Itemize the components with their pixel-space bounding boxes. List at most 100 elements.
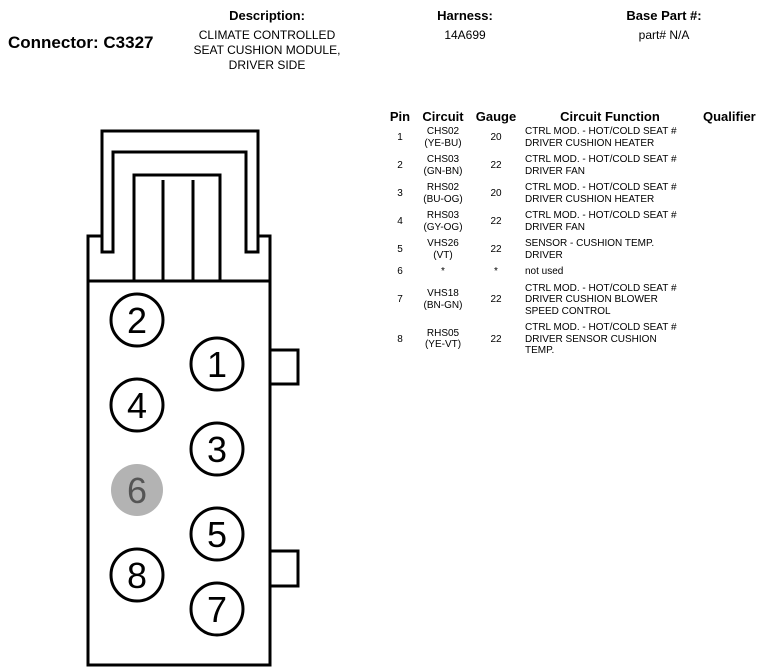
cell-circuit-line: RHS05 [426,327,460,339]
cell-circuit-function-line: DRIVER FAN [525,221,586,233]
pin-cavity-circle [189,581,245,637]
cell-circuit-function: CTRL MOD. - HOT/COLD SEAT #DRIVER FAN [521,208,699,236]
cell-gauge: 20 [490,187,502,199]
cell-circuit: RHS02(BU-OG) [415,180,471,208]
cell-circuit: VHS18(BN-GN) [415,281,471,321]
cell-circuit-line: (YE-VT) [424,339,462,351]
connector-body [86,279,272,667]
cell-circuit-function-line: TEMP. [525,345,555,356]
pin-cavity-circle [189,336,245,392]
header-circuit: Circuit [422,108,464,124]
cell-circuit-function-line: DRIVER CUSHION HEATER [525,137,655,149]
cell-circuit-line: (VT) [433,249,453,261]
pin-cavity-circle [109,377,165,433]
cell-circuit-line: CHS03 [426,154,460,165]
cell-circuit-function-line: DRIVER [525,249,563,261]
cell-gauge: 22 [490,294,502,305]
base-part-value: part# N/A [638,28,690,42]
cell-circuit-function-line: DRIVER SENSOR CUSHION [525,333,657,345]
cell-gauge: 20 [490,131,502,143]
connector-title: Connector: C3327 [8,33,154,52]
base-part-label: Base Part #: [626,8,702,23]
description-label: Description: [229,8,305,23]
cell-gauge: * [494,266,498,277]
pin-cavity-label: 6 [127,470,147,511]
cell-circuit-function-line: CTRL MOD. - HOT/COLD SEAT # [525,126,677,137]
table-header-row: Pin Circuit Gauge Circuit Function Quali… [385,108,760,124]
pin-cavity-label: 5 [207,514,227,555]
header-gauge: Gauge [475,108,517,124]
harness-label: Harness: [437,8,493,23]
connector-latch-slot [132,173,222,281]
header-circuit-function: Circuit Function [560,108,660,124]
pin-cavity-circle [189,421,245,477]
cell-circuit: CHS03(GN-BN) [415,152,471,180]
pin-cavity-label: 3 [207,429,227,470]
header-qualifier: Qualifier [703,108,756,124]
cell-circuit-line: CHS02 [426,126,460,137]
cell-circuit: RHS03(GY-OG) [415,208,471,236]
table-row: 1 CHS02(YE-BU) 20 CTRL MOD. - HOT/COLD SEAT… [385,124,760,152]
pin-cavity-circle [109,547,165,603]
cell-pin: 4 [397,215,403,227]
cell-circuit-function: SENSOR - CUSHION TEMP.DRIVER [521,236,699,264]
cell-circuit-function-line: SENSOR - CUSHION TEMP. [525,238,655,249]
cell-circuit: * [415,264,471,281]
cell-circuit: RHS05(YE-VT) [415,320,471,360]
cell-circuit: CHS02(YE-BU) [415,124,471,152]
cell-circuit-function-line: DRIVER FAN [525,165,586,177]
pinout-table: Pin Circuit Gauge Circuit Function Quali… [385,108,760,360]
harness-value: 14A699 [444,28,486,42]
description-line: CLIMATE CONTROLLED [198,28,336,42]
header-pin: Pin [389,108,411,124]
cell-circuit-line: (YE-BU) [424,137,462,149]
cell-pin: 7 [397,294,403,305]
cell-circuit-line: (BU-OG) [423,193,463,205]
cell-circuit-function: CTRL MOD. - HOT/COLD SEAT #DRIVER CUSHIO… [521,124,699,152]
cell-circuit-function: not used [521,264,699,281]
pin-cavity-label: 2 [127,300,147,341]
cell-pin: 6 [397,266,403,277]
cell-circuit-function-line: not used [525,266,564,277]
cell-circuit-function-line: CTRL MOD. - HOT/COLD SEAT # [525,282,677,294]
cell-circuit-function: CTRL MOD. - HOT/COLD SEAT #DRIVER SENSOR… [521,320,699,360]
cell-circuit-line: VHS18 [427,288,459,300]
cell-pin: 2 [397,159,403,171]
cell-pin: 5 [397,243,403,255]
connector-latch-side [244,236,260,254]
description-value: CLIMATE CONTROLLED SEAT CUSHION MODULE, … [176,28,358,73]
connector-tab-lower [270,549,300,588]
cell-circuit-function-line: CTRL MOD. - HOT/COLD SEAT # [525,154,677,165]
cell-gauge: 22 [490,215,502,227]
cell-gauge: 22 [490,333,502,345]
cell-circuit-line: * [441,266,445,277]
pin-cavity-label: 7 [207,589,227,630]
table-row: 7 VHS18(BN-GN) 22 CTRL MOD. - HOT/COLD SEAT… [385,281,760,321]
connector-tab-upper [270,348,300,386]
description-line: DRIVER SIDE [228,58,306,72]
pin-cavity-label: 1 [207,344,227,385]
pin-cavity-circle [111,464,163,516]
table-row: 6 * * not used [385,264,760,281]
cell-circuit-function-line: CTRL MOD. - HOT/COLD SEAT # [525,182,677,193]
cell-circuit-function-line: SPEED CONTROL [525,305,611,317]
description-line: SEAT CUSHION MODULE, [193,43,341,57]
pin-cavity-label: 8 [127,555,147,596]
cell-circuit-function: CTRL MOD. - HOT/COLD SEAT #DRIVER FAN [521,152,699,180]
cell-circuit-line: VHS26 [427,238,459,249]
pin-cavity-circle [109,292,165,348]
cell-circuit-line: (GN-BN) [423,165,463,177]
cell-circuit: VHS26(VT) [415,236,471,264]
pin-cavity-label: 4 [127,385,147,426]
pin-cavities: 2 1 4 3 6 5 8 7 [109,292,245,637]
cell-circuit-line: RHS03 [426,210,460,221]
cell-circuit-function-line: DRIVER CUSHION HEATER [525,193,655,205]
cell-pin: 1 [397,131,403,143]
pin-cavity-circle [189,506,245,562]
cell-circuit-function: CTRL MOD. - HOT/COLD SEAT #DRIVER CUSHIO… [521,180,699,208]
